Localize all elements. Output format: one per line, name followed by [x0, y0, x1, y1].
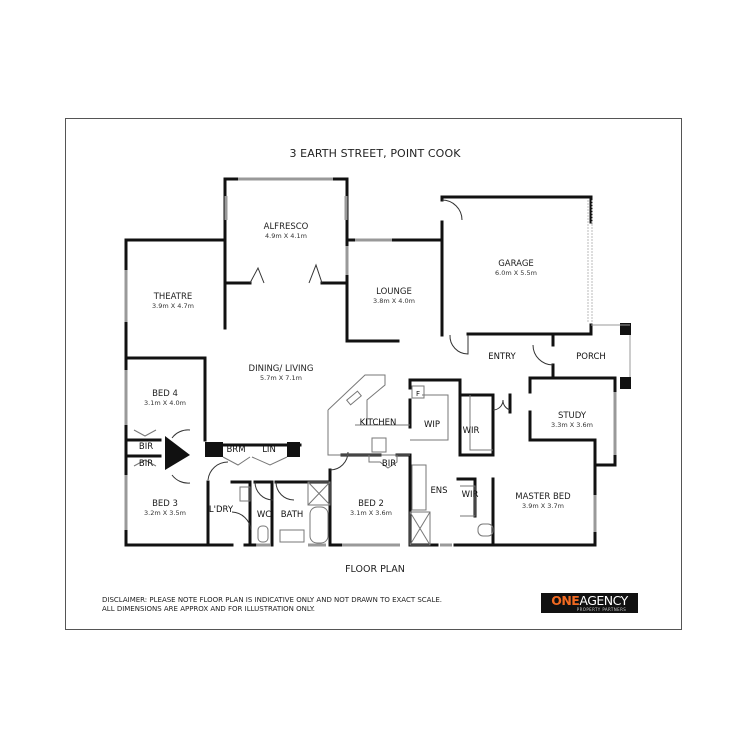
- room-name: ALFRESCO: [263, 222, 309, 232]
- label-bir-bed4: BIR: [138, 442, 154, 452]
- room-dimensions: 3.3m X 3.6m: [551, 421, 593, 429]
- agency-logo: ONEAGENCY PROPERTY PARTNERS: [541, 593, 638, 613]
- disclaimer: DISCLAIMER: PLEASE NOTE FLOOR PLAN IS IN…: [102, 596, 442, 614]
- label-porch: PORCH: [576, 352, 606, 362]
- logo-wordmark: ONEAGENCY: [551, 592, 628, 608]
- floor-plan-caption: FLOOR PLAN: [345, 564, 405, 575]
- room-dimensions: 3.9m X 3.7m: [522, 502, 564, 510]
- room-name: LOUNGE: [376, 287, 412, 297]
- label-wc: WC: [256, 510, 272, 520]
- disclaimer-line-1: DISCLAIMER: PLEASE NOTE FLOOR PLAN IS IN…: [102, 596, 443, 604]
- room-dimensions: 5.7m X 7.1m: [260, 374, 302, 382]
- label-laundry: L'DRY: [208, 505, 234, 515]
- label-bir-bed3: BIR: [138, 459, 154, 469]
- label-fridge: F: [415, 390, 421, 398]
- label-brm: BRM: [226, 445, 246, 455]
- disclaimer-line-2: ALL DIMENSIONS ARE APPROX AND FOR ILLUST…: [102, 605, 315, 613]
- room-lounge: LOUNGE 3.8m X 4.0m: [373, 287, 415, 306]
- room-dimensions: 6.0m X 5.5m: [495, 269, 537, 277]
- label-lin: LIN: [262, 445, 276, 455]
- room-dimensions: 3.2m X 3.5m: [144, 509, 186, 517]
- room-name: THEATRE: [153, 292, 193, 302]
- room-theatre: THEATRE 3.9m X 4.7m: [152, 292, 194, 311]
- room-dimensions: 3.9m X 4.7m: [152, 302, 194, 310]
- room-dimensions: 3.1m X 4.0m: [144, 399, 186, 407]
- label-bir-bed2: BIR: [381, 459, 397, 469]
- room-name: BED 3: [152, 499, 178, 509]
- room-name: BED 4: [152, 389, 178, 399]
- label-ens: ENS: [430, 486, 448, 496]
- room-study: STUDY 3.3m X 3.6m: [551, 411, 593, 430]
- label-wir-2: WIR: [461, 490, 479, 500]
- room-name: BED 2: [358, 499, 384, 509]
- label-bath: BATH: [280, 510, 304, 520]
- logo-agency: AGENCY: [579, 592, 628, 608]
- room-alfresco: ALFRESCO 4.9m X 4.1m: [264, 222, 309, 241]
- room-bed2: BED 2 3.1m X 3.6m: [350, 499, 392, 518]
- label-wip: WIP: [423, 420, 441, 430]
- room-bed4: BED 4 3.1m X 4.0m: [144, 389, 186, 408]
- room-garage: GARAGE 6.0m X 5.5m: [495, 259, 537, 278]
- label-wir-1: WIR: [462, 426, 480, 436]
- page-title: 3 EARTH STREET, POINT COOK: [289, 147, 461, 160]
- room-name: DINING/ LIVING: [248, 364, 314, 374]
- logo-one: ONE: [551, 592, 580, 608]
- label-entry: ENTRY: [488, 352, 516, 362]
- room-master-bed: MASTER BED 3.9m X 3.7m: [515, 492, 570, 511]
- plan-frame: [65, 118, 682, 630]
- logo-subtitle: PROPERTY PARTNERS: [576, 606, 627, 612]
- room-name: STUDY: [557, 411, 587, 421]
- room-dimensions: 3.8m X 4.0m: [373, 297, 415, 305]
- label-kitchen: KITCHEN: [359, 418, 397, 428]
- room-bed3: BED 3 3.2m X 3.5m: [144, 499, 186, 518]
- room-name: MASTER BED: [515, 492, 571, 502]
- room-name: GARAGE: [498, 259, 534, 269]
- room-dining-living: DINING/ LIVING 5.7m X 7.1m: [249, 364, 314, 383]
- room-dimensions: 3.1m X 3.6m: [350, 509, 392, 517]
- room-dimensions: 4.9m X 4.1m: [265, 232, 307, 240]
